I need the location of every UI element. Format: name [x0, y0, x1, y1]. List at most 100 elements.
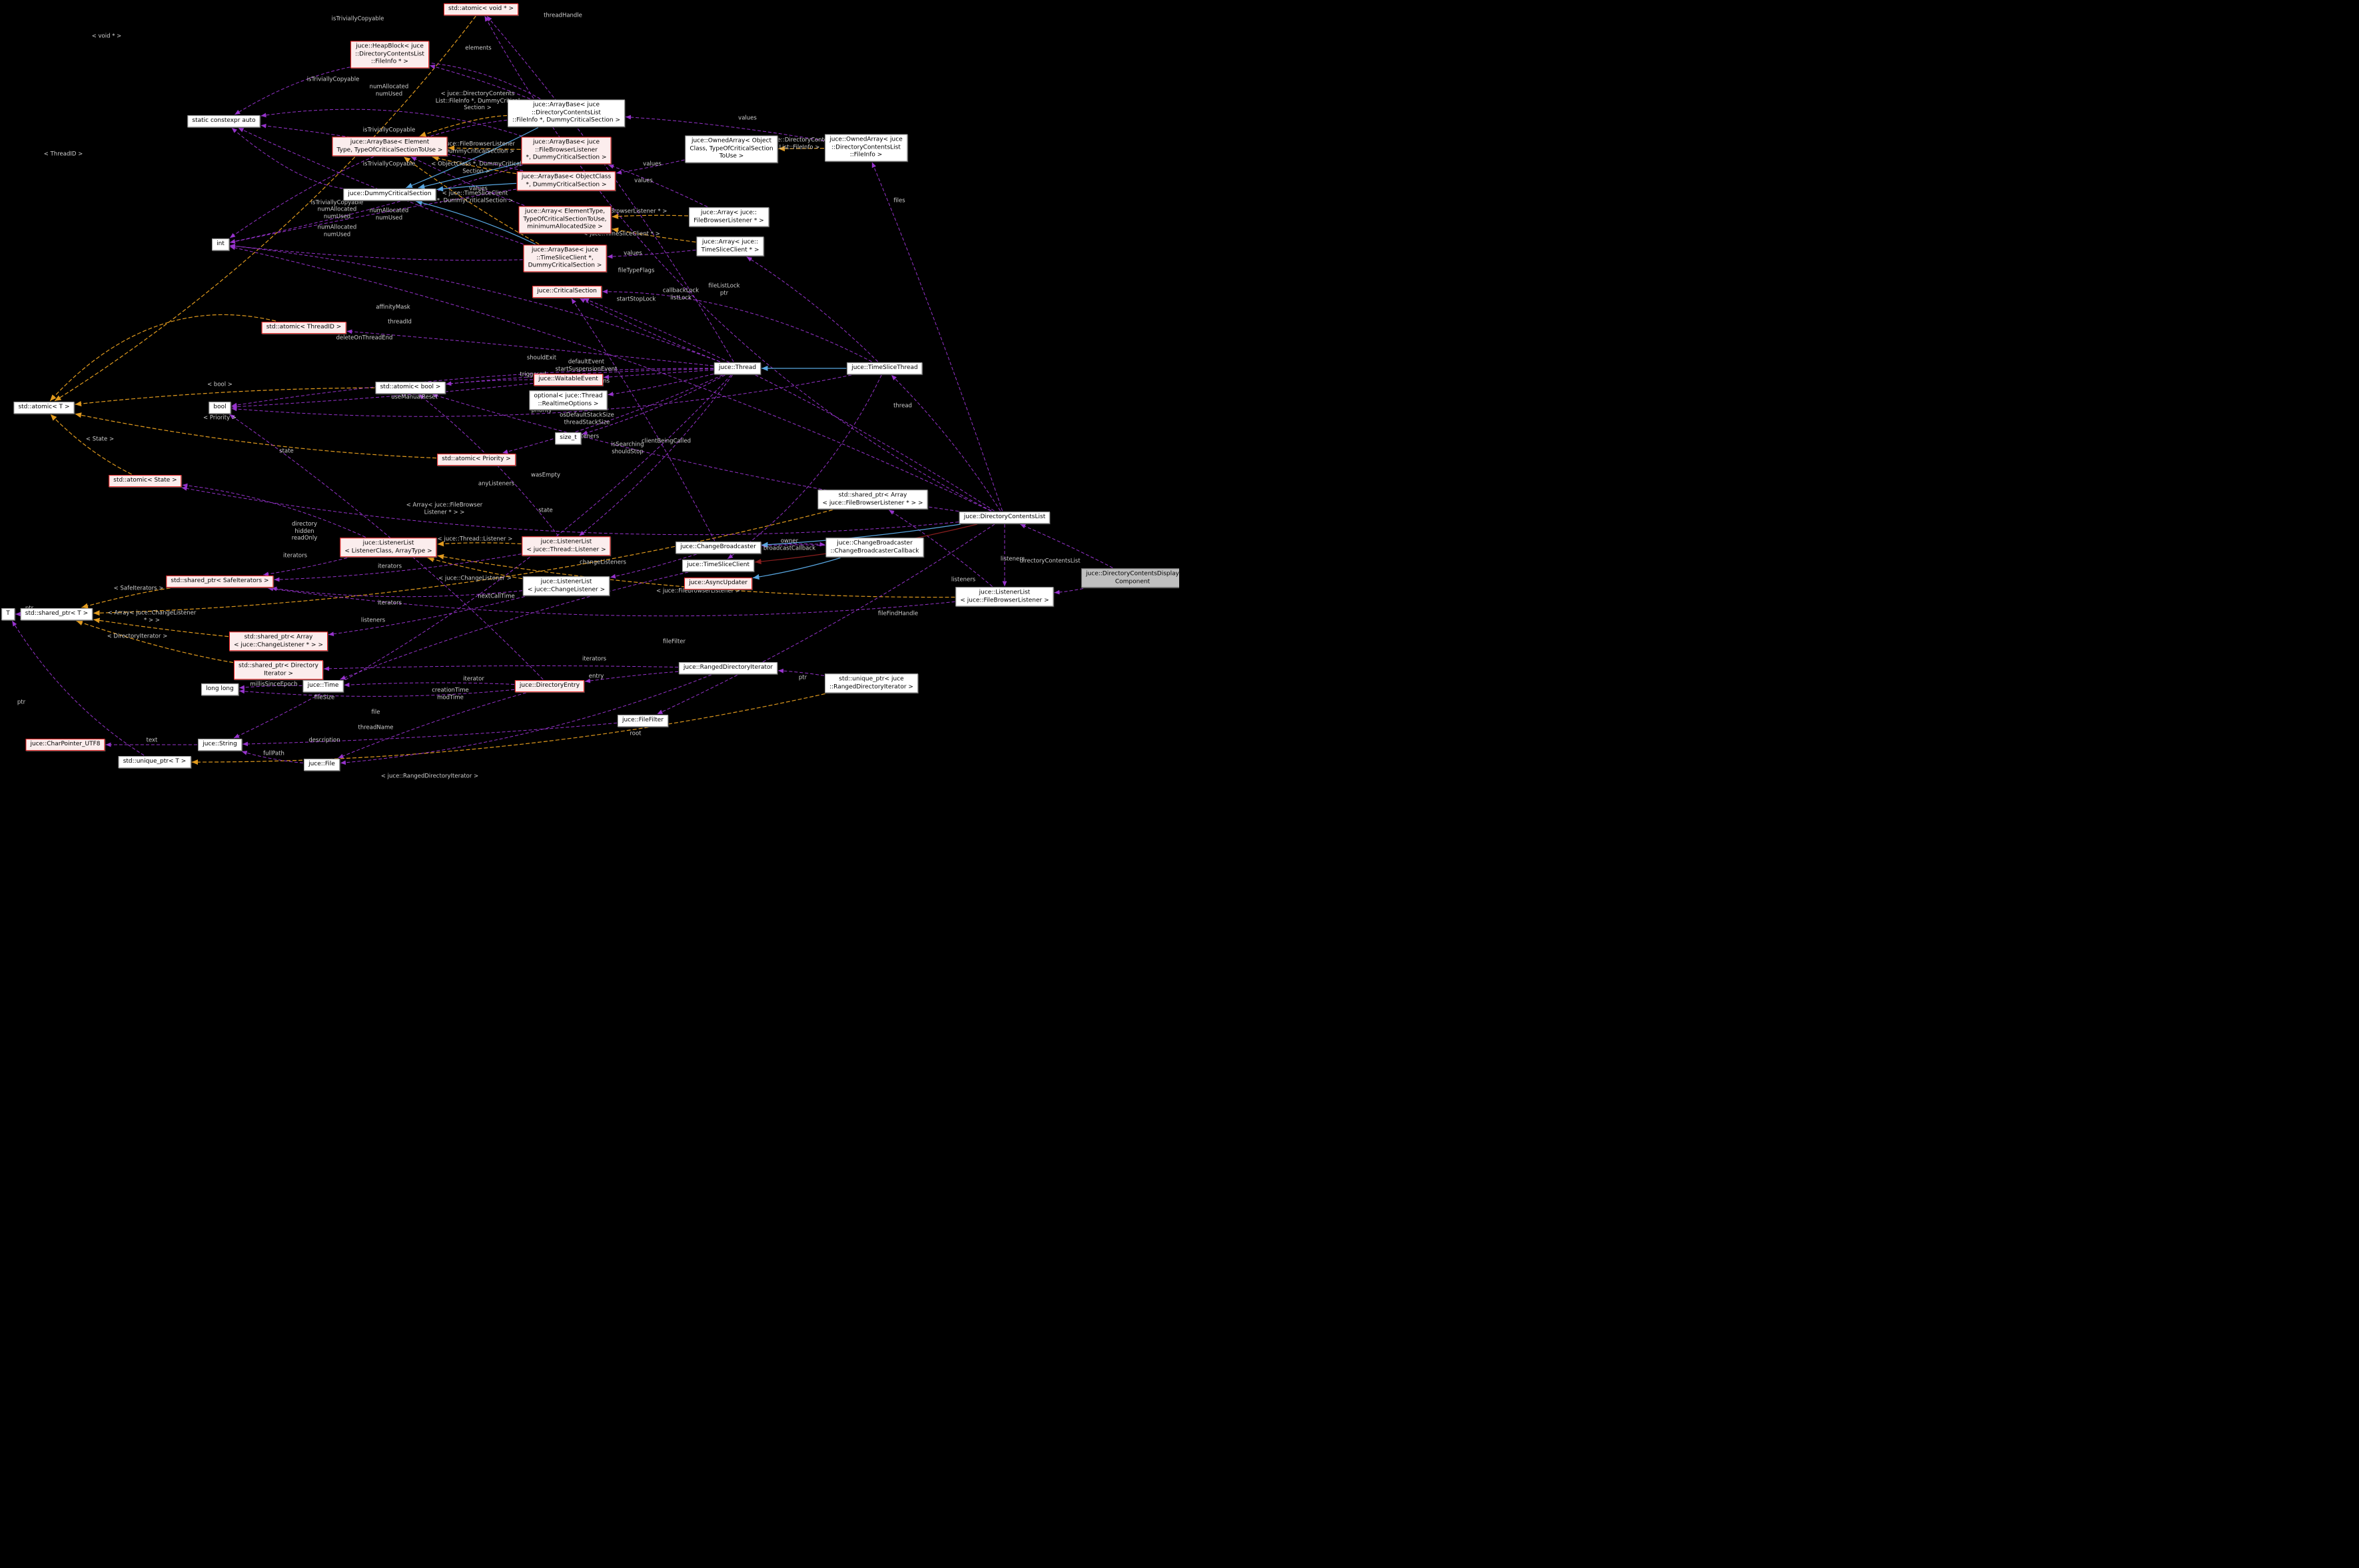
edge-arr_fbl-arr_elem — [612, 213, 689, 219]
class-node-rdi[interactable]: juce::RangedDirectoryIterator — [678, 662, 778, 674]
edge-arr_fbl-ab_fbl — [608, 164, 708, 207]
edge-rdi-file_node — [340, 674, 712, 765]
class-node-sp_t[interactable]: std::shared_ptr< T > — [20, 608, 93, 620]
edge-ab_objc-dummy_cs — [436, 183, 517, 192]
class-node-arr_tsc[interactable]: juce::Array< juce:: TimeSliceClient * > — [696, 236, 764, 256]
class-node-dcl[interactable]: juce::DirectoryContentsList — [959, 512, 1051, 524]
class-node-file_node[interactable]: juce::File — [304, 759, 340, 771]
class-node-ll_thread[interactable]: juce::ListenerList < juce::Thread::Liste… — [522, 536, 611, 556]
edge-thread-ll_thread — [578, 374, 733, 536]
edge-sp_safeiter-sp_t — [81, 588, 171, 609]
class-node-ll_fbl[interactable]: juce::ListenerList < juce::FileBrowserLi… — [955, 587, 1054, 607]
collaboration-diagram: std::atomic< void * >juce::HeapBlock< ju… — [0, 0, 1179, 784]
class-node-sp_safeiter[interactable]: std::shared_ptr< SafeIterators > — [166, 576, 274, 588]
edge-ab_dcl-int_node — [229, 119, 508, 238]
edge-thread-atomic_bool — [446, 368, 714, 386]
edge-arr_elem-ab_elem — [410, 157, 525, 206]
class-node-oa_fileinfo[interactable]: juce::OwnedArray< juce ::DirectoryConten… — [825, 134, 907, 162]
class-node-changebroadcaster[interactable]: juce::ChangeBroadcaster — [676, 542, 761, 554]
edge-ll_change-sp_arr_cl — [328, 596, 525, 637]
class-node-asyncupdater[interactable]: juce::AsyncUpdater — [684, 578, 752, 589]
edge-cbc-asyncupdater — [752, 557, 841, 580]
edge-waitable-bool_node — [231, 383, 534, 409]
edge-sp_arr_cl-sp_t — [93, 617, 229, 637]
class-node-crit_sec[interactable]: juce::CriticalSection — [532, 286, 602, 298]
edge-dcl-crit_sec — [583, 298, 995, 512]
edge-atomic_state-atomic_t — [50, 414, 132, 475]
class-node-atomic_state[interactable]: std::atomic< State > — [109, 475, 182, 487]
edge-thread-atomic_void — [486, 15, 734, 362]
edge-thread-bool_node — [231, 368, 714, 408]
class-node-tsclient[interactable]: juce::TimeSliceClient — [682, 560, 755, 572]
class-node-arr_fbl[interactable]: juce::Array< juce:: FileBrowserListener … — [689, 207, 769, 227]
edge-atomic_priority-atomic_t — [75, 412, 437, 459]
class-node-atomic_threadid[interactable]: std::atomic< ThreadID > — [261, 322, 346, 334]
class-node-sp_arr_fbl[interactable]: std::shared_ptr< Array < juce::FileBrows… — [817, 490, 928, 510]
edge-filefilter-string_node — [242, 722, 618, 747]
class-node-up_t[interactable]: std::unique_ptr< T > — [118, 756, 191, 768]
class-node-long_long[interactable]: long long — [201, 683, 238, 695]
class-node-ab_elem[interactable]: juce::ArrayBase< Element Type, TypeOfCri… — [332, 137, 448, 157]
edge-thread-optional_rt — [608, 374, 714, 396]
edge-direntry-file_node — [338, 692, 526, 759]
class-node-heapblock[interactable]: juce::HeapBlock< juce ::DirectoryContent… — [350, 41, 429, 69]
class-node-ab_dcl[interactable]: juce::ArrayBase< juce ::DirectoryContent… — [507, 99, 626, 127]
edge-thread-size_t_node — [582, 374, 725, 435]
edge-dcl-tsthread — [891, 374, 1001, 512]
edge-ll_thread-ll_generic — [437, 541, 522, 547]
class-node-size_t_node[interactable]: size_t — [555, 432, 582, 444]
edge-dcdc-ll_fbl — [1054, 588, 1084, 595]
class-node-bool_node[interactable]: bool — [209, 402, 231, 414]
edge-rdi-sp_diriter — [323, 665, 679, 671]
edge-cbc-changebroadcaster — [761, 543, 825, 548]
class-node-waitable[interactable]: juce::WaitableEvent — [534, 374, 603, 386]
class-node-cbc[interactable]: juce::ChangeBroadcaster ::ChangeBroadcas… — [825, 538, 924, 558]
class-node-static_auto[interactable]: static constexpr auto — [187, 115, 260, 127]
class-node-up_rdi[interactable]: std::unique_ptr< juce ::RangedDirectoryI… — [825, 673, 918, 693]
edge-ab_fbl-static_auto — [260, 109, 522, 137]
class-node-filefilter[interactable]: juce::FileFilter — [617, 715, 669, 727]
edge-tsthread-bool_node — [231, 374, 852, 417]
edge-tsclient-time_node — [340, 572, 689, 680]
edge-ab_dcl-dummy_cs — [406, 127, 539, 189]
class-node-ab_tsc[interactable]: juce::ArrayBase< juce ::TimeSliceClient … — [523, 244, 607, 272]
edge-time_node-long_long — [238, 685, 302, 690]
edge-dcdc-dcl — [1020, 524, 1113, 568]
class-node-cp_utf8[interactable]: juce::CharPointer_UTF8 — [25, 739, 105, 751]
edge-ab_tsc-dummy_cs — [415, 200, 536, 245]
class-node-string_node[interactable]: juce::String — [198, 739, 242, 751]
edge-tsthread-crit_sec — [602, 289, 872, 362]
class-node-int_node[interactable]: int — [212, 238, 229, 250]
edge-up_t-t_node — [11, 620, 145, 756]
edge-ab_objc-static_auto — [260, 123, 524, 171]
class-node-ll_generic[interactable]: juce::ListenerList < ListenerClass, Arra… — [340, 538, 437, 558]
class-node-ll_change[interactable]: juce::ListenerList < juce::ChangeListene… — [522, 576, 610, 596]
class-node-sp_diriter[interactable]: std::shared_ptr< Directory Iterator > — [234, 660, 323, 680]
class-node-atomic_priority[interactable]: std::atomic< Priority > — [437, 454, 516, 466]
class-node-arr_elem[interactable]: juce::Array< ElementType, TypeOfCritical… — [518, 206, 612, 234]
edge-oa_objc-ab_objc — [616, 159, 685, 175]
class-node-dummy_cs[interactable]: juce::DummyCriticalSection — [343, 189, 436, 200]
class-node-thread[interactable]: juce::Thread — [713, 362, 761, 374]
class-node-time_node[interactable]: juce::Time — [302, 680, 344, 692]
edge-ll_fbl-sp_safeiter — [268, 586, 955, 617]
class-node-tsthread[interactable]: juce::TimeSliceThread — [847, 362, 923, 374]
edge-dcl-atomic_state — [181, 486, 959, 536]
class-node-atomic_void[interactable]: std::atomic< void * > — [444, 3, 518, 15]
class-node-t_node[interactable]: T — [1, 608, 15, 620]
edge-ab_dcl-ab_elem — [419, 115, 508, 137]
class-node-sp_arr_cl[interactable]: std::shared_ptr< Array < juce::ChangeLis… — [229, 631, 328, 651]
class-node-atomic_bool[interactable]: std::atomic< bool > — [375, 382, 446, 394]
class-node-atomic_t[interactable]: std::atomic< T > — [13, 402, 75, 414]
edge-thread-int_node — [229, 244, 720, 362]
edge-ab_tsc-int_node — [229, 244, 523, 261]
class-node-ab_fbl[interactable]: juce::ArrayBase< juce ::FileBrowserListe… — [521, 137, 612, 165]
class-node-optional_rt[interactable]: optional< juce::Thread ::RealtimeOptions… — [529, 390, 608, 410]
class-node-oa_objc[interactable]: juce::OwnedArray< Object Class, TypeOfCr… — [685, 135, 778, 163]
edge-waitable-atomic_bool — [446, 379, 534, 386]
class-node-dcdc[interactable]: juce::DirectoryContentsDisplay Component — [1081, 568, 1179, 588]
edge-dummy_cs-static_auto — [231, 127, 343, 189]
class-node-direntry[interactable]: juce::DirectoryEntry — [514, 680, 585, 692]
class-node-ab_objc[interactable]: juce::ArrayBase< ObjectClass *, DummyCri… — [516, 171, 616, 191]
edge-ll_thread-sp_safeiter — [274, 554, 522, 582]
